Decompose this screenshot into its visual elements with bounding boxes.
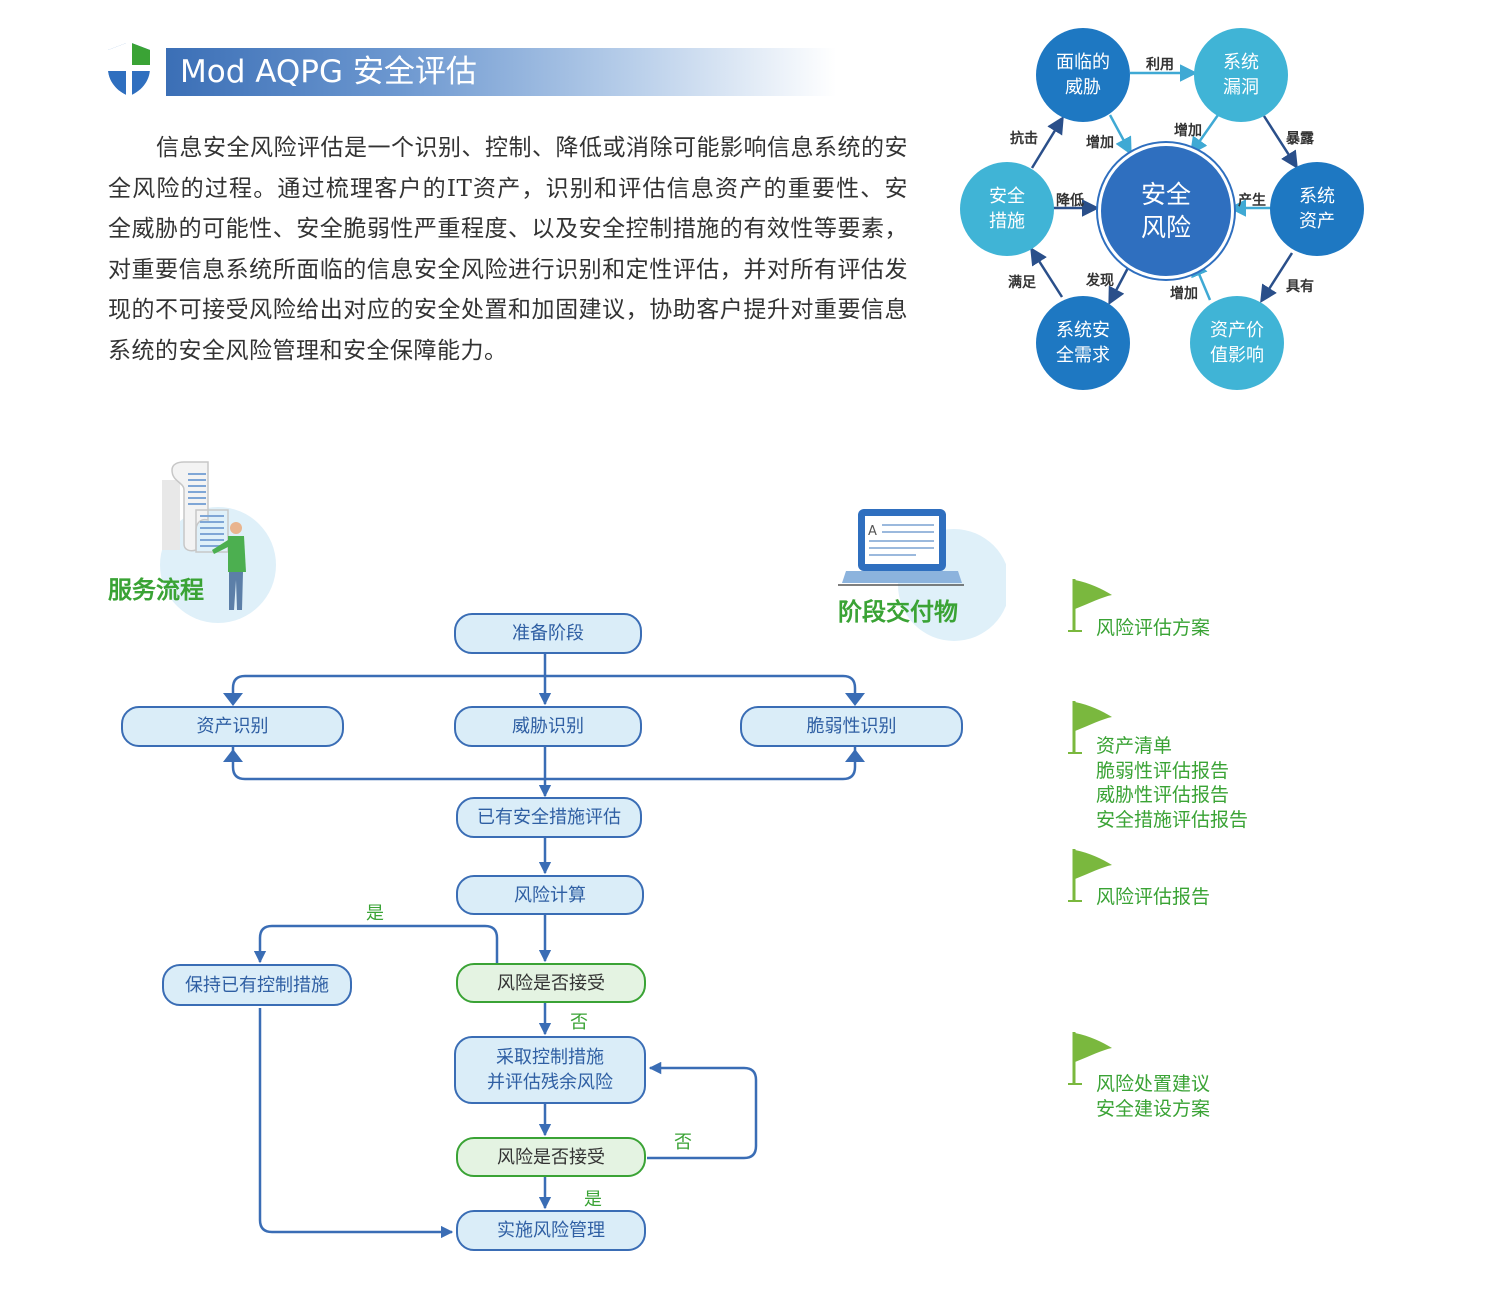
intro-paragraph: 信息安全风险评估是一个识别、控制、降低或消除可能影响信息系统的安全风险的过程。通…: [108, 135, 908, 364]
label-produce: 产生: [1238, 193, 1266, 209]
node-security-measure: 安全 措施: [960, 162, 1054, 256]
label-reduce: 降低: [1056, 193, 1084, 209]
label-increase-vuln: 增加: [1174, 123, 1202, 139]
deliverables-title: 阶段交付物: [838, 598, 958, 626]
node-security-need: 系统安 全需求: [1036, 296, 1130, 390]
node-asset-value: 资产价 值影响: [1190, 296, 1284, 390]
document-person-icon: [160, 461, 276, 623]
flow-existing-measures-eval: 已有安全措施评估: [456, 797, 642, 838]
deliverable-3: 风险评估报告: [1096, 886, 1211, 908]
label-resist: 抗击: [1010, 131, 1038, 147]
flow-label-no-2: 否: [674, 1132, 692, 1153]
flag-icon: [1068, 579, 1112, 632]
arrow-expose: [1262, 115, 1298, 169]
flow-label-no-1: 否: [570, 1012, 588, 1033]
node-threat: 面临的 威胁: [1036, 28, 1130, 122]
flow-take-control-measures: 采取控制措施 并评估残余风险: [454, 1036, 646, 1104]
label-expose: 暴露: [1286, 131, 1314, 147]
label-increase-value: 增加: [1170, 286, 1198, 302]
flow-asset-identification: 资产识别: [121, 706, 344, 747]
flow-label-yes-1: 是: [366, 903, 384, 924]
deliverable-1: 风险评估方案: [1096, 617, 1211, 639]
flow-threat-identification: 威胁识别: [454, 706, 642, 747]
arrow-inc-vuln: [1189, 114, 1220, 155]
service-flow-title: 服务流程: [108, 576, 204, 604]
flag-icon: [1068, 701, 1112, 754]
flow-risk-accept-2: 风险是否接受: [456, 1137, 646, 1177]
node-vulnerability: 系统 漏洞: [1194, 28, 1288, 122]
flow-implement-risk-management: 实施风险管理: [456, 1210, 646, 1251]
label-increase-threat: 增加: [1086, 135, 1114, 151]
relation-diagram-arrows: [1030, 64, 1298, 306]
flow-prepare: 准备阶段: [454, 613, 642, 654]
arrow-resist: [1030, 116, 1064, 169]
label-satisfy: 满足: [1008, 275, 1036, 291]
deliverable-2: 资产清单 脆弱性评估报告 威胁性评估报告 安全措施评估报告: [1096, 735, 1249, 831]
node-system-asset: 系统 资产: [1270, 162, 1364, 256]
arrow-have: [1260, 252, 1294, 303]
shield-icon: [108, 42, 150, 96]
label-use: 利用: [1146, 57, 1174, 73]
laptop-icon: A: [838, 509, 1006, 641]
flow-keep-existing-controls: 保持已有控制措施: [162, 964, 352, 1006]
title-bar: [166, 48, 836, 96]
label-have: 具有: [1286, 279, 1314, 295]
svg-text:A: A: [868, 524, 877, 539]
deliverable-4: 风险处置建议 安全建设方案: [1096, 1073, 1211, 1120]
flag-icon: [1068, 1032, 1112, 1085]
flow-label-yes-2: 是: [584, 1189, 602, 1210]
flow-risk-accept-1: 风险是否接受: [456, 963, 646, 1003]
arrow-inc-threat: [1108, 114, 1132, 156]
flow-risk-calculation: 风险计算: [456, 875, 644, 915]
node-security-risk: 安全 风险: [1098, 143, 1234, 279]
arrow-satisfy: [1030, 247, 1064, 298]
flow-vulnerability-identification: 脆弱性识别: [740, 706, 963, 747]
page-title: Mod AQPG 安全评估: [180, 54, 477, 90]
label-discover: 发现: [1086, 273, 1114, 289]
flag-icon: [1068, 849, 1112, 902]
arrow-discover: [1108, 263, 1132, 306]
